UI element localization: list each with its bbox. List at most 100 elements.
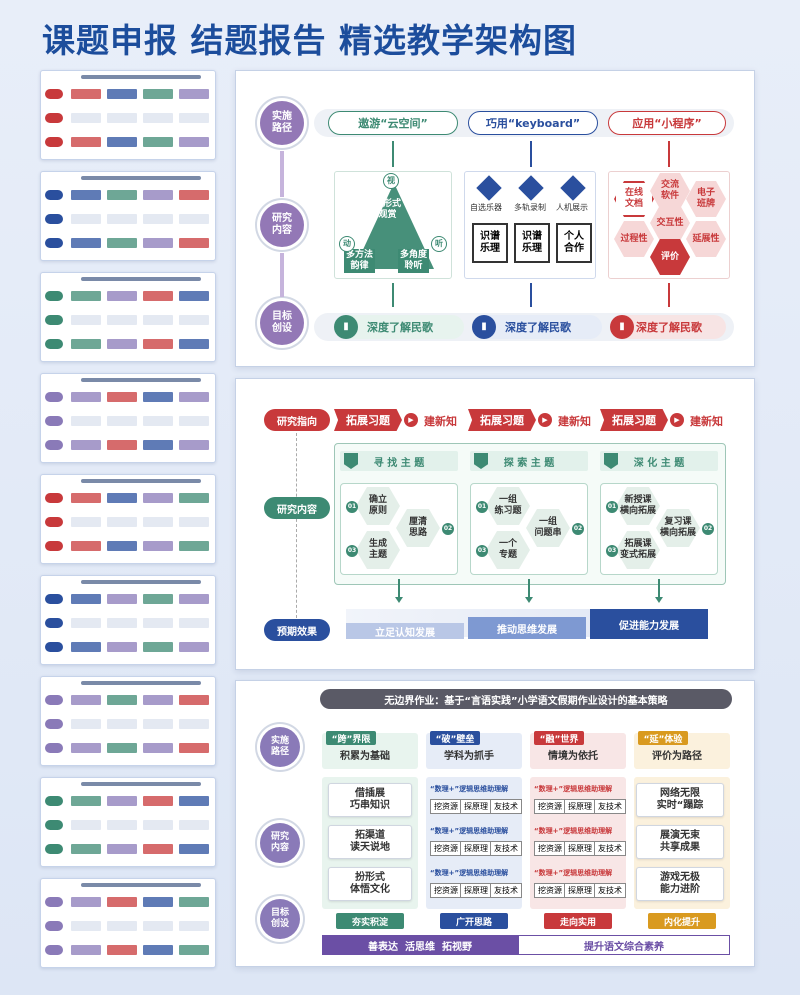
label-implement: 实施路径	[260, 727, 300, 767]
logic-tag: 友技术	[490, 883, 522, 898]
thumb-box	[107, 541, 137, 551]
label-content: 研究内容	[264, 497, 330, 519]
thumb-label	[45, 719, 63, 729]
arrow-line	[668, 283, 670, 307]
banner-2: 拓展习题	[468, 409, 536, 431]
thumb-box	[143, 493, 173, 503]
column-head-3: “融”世界	[534, 731, 584, 745]
logic-head: “数理+”逻辑思维助理解	[430, 869, 509, 877]
thumb-box	[143, 190, 173, 200]
thumbnail-2	[40, 171, 216, 261]
thumb-box	[107, 416, 137, 426]
thumb-box	[143, 897, 173, 907]
num-badge: 02	[572, 523, 584, 535]
diagram-panel-2: 研究指向 研究内容 预期效果 拓展习题▶建新知拓展习题▶建新知拓展习题▶建新知 …	[235, 378, 755, 670]
column-sub-3: 情境为依托	[548, 751, 598, 762]
thumb-label	[45, 594, 63, 604]
thumb-box	[107, 339, 137, 349]
play-icon: ▶	[404, 413, 418, 427]
thumb-box	[71, 594, 101, 604]
thumb-box	[179, 190, 209, 200]
thumb-box	[179, 642, 209, 652]
thumb-label	[45, 820, 63, 830]
thumb-label	[45, 214, 63, 224]
play-icon: ▶	[538, 413, 552, 427]
label-effect: 预期效果	[264, 619, 330, 641]
tri-right: 多角度聆听	[398, 249, 430, 273]
kb-box-2: 识谱乐理	[514, 223, 550, 263]
column-sub-2: 学科为抓手	[444, 751, 494, 762]
left-spine	[296, 433, 297, 623]
logic-head: “数理+”逻辑思维助理解	[534, 869, 613, 877]
num-badge: 03	[606, 545, 618, 557]
diagram-panel-3: 无边界作业：基于“言语实践”小学语文假期作业设计的基本策略 实施路径 研究内容 …	[235, 680, 755, 967]
logic-tag: 挖资源	[534, 841, 566, 856]
thumb-label	[45, 517, 63, 527]
logic-tag: 探原理	[564, 799, 596, 814]
logic-tag: 挖资源	[534, 799, 566, 814]
hex-1: 在线文档	[614, 181, 654, 217]
banner-3: 拓展习题	[600, 409, 668, 431]
thumb-box	[71, 493, 101, 503]
thumb-box	[179, 517, 209, 527]
column-foot-4: 内化提升	[648, 913, 716, 929]
tri-center: 多形式观赏	[374, 199, 402, 220]
theme-3: 深 化 主 题	[600, 451, 718, 471]
arrow-line	[530, 141, 532, 167]
thumb-box	[143, 642, 173, 652]
pin-icon	[344, 453, 358, 469]
thumb-box	[107, 594, 137, 604]
thumb-box	[107, 291, 137, 301]
thumb-box	[71, 796, 101, 806]
logic-tag: 挖资源	[430, 883, 462, 898]
thumb-box	[179, 897, 209, 907]
kb-head-2: 多轨录制	[514, 203, 546, 212]
thumb-box	[179, 238, 209, 248]
num-badge: 03	[476, 545, 488, 557]
column-sub-1: 积累为基础	[340, 751, 390, 762]
tri-left: 多方法韵律	[344, 249, 376, 273]
banner-tail-3: 建新知	[690, 415, 723, 428]
page-title: 课题申报 结题报告 精选教学架构图	[42, 21, 577, 60]
thumbnail-7	[40, 676, 216, 766]
thumb-box	[71, 844, 101, 854]
kb-head-3: 人机展示	[556, 203, 588, 212]
logic-tag: 友技术	[594, 883, 626, 898]
thumb-box	[107, 921, 137, 931]
thumb-title-line	[81, 378, 201, 382]
thumb-label	[45, 493, 63, 503]
thumb-label	[45, 695, 63, 705]
thumb-box	[71, 339, 101, 349]
thumb-box	[143, 416, 173, 426]
thumb-box	[107, 493, 137, 503]
thumb-box	[179, 743, 209, 753]
thumb-box	[71, 820, 101, 830]
thumb-box	[143, 517, 173, 527]
thumb-box	[71, 642, 101, 652]
thumbnail-9	[40, 878, 216, 968]
thumb-box	[71, 238, 101, 248]
thumb-title-line	[81, 782, 201, 786]
thumb-box	[107, 618, 137, 628]
thumb-box	[107, 820, 137, 830]
thumb-box	[107, 517, 137, 527]
thumb-title-line	[81, 176, 201, 180]
col4-item-2: 展演无束共享成果	[636, 825, 724, 859]
thumb-box	[143, 719, 173, 729]
arrow-line	[528, 579, 530, 599]
thumb-box	[143, 315, 173, 325]
col1-item-1: 借插展巧串知识	[328, 783, 412, 817]
thumb-box	[143, 89, 173, 99]
thumb-box	[179, 440, 209, 450]
num-badge: 03	[346, 545, 358, 557]
tri-char-top: 视	[384, 174, 398, 188]
thumb-box	[143, 921, 173, 931]
logic-tag: 探原理	[564, 841, 596, 856]
num-badge: 02	[702, 523, 714, 535]
thumb-box	[71, 416, 101, 426]
thumb-box	[179, 416, 209, 426]
hex-6: 延展性	[686, 221, 726, 257]
thumb-box	[179, 594, 209, 604]
thumb-box	[143, 594, 173, 604]
